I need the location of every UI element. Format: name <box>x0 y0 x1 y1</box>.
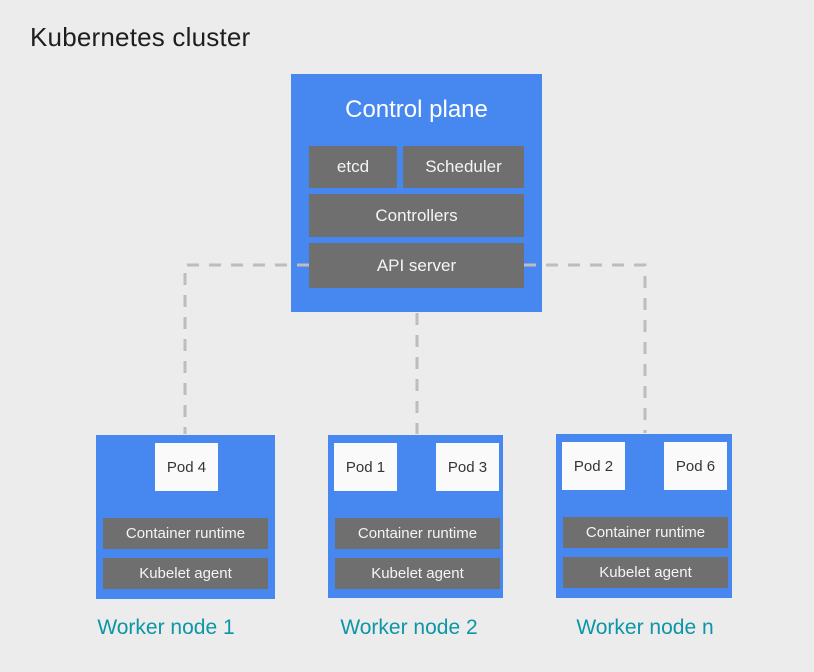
control-plane-title: Control plane <box>345 96 488 123</box>
pod-box: Pod 2 <box>562 442 625 490</box>
pod-box: Pod 1 <box>334 443 397 491</box>
worker-node-n-box: Pod 2 Pod 6 Container runtime Kubelet ag… <box>556 434 732 598</box>
pod-box: Pod 6 <box>664 442 727 490</box>
worker-node-1-box: Pod 4 Container runtime Kubelet agent <box>96 435 275 599</box>
pod-box: Pod 4 <box>155 443 218 491</box>
kubelet-agent-box: Kubelet agent <box>563 557 728 588</box>
kubelet-agent-box: Kubelet agent <box>335 558 500 589</box>
kubelet-agent-box: Kubelet agent <box>103 558 268 589</box>
diagram-title: Kubernetes cluster <box>30 22 251 52</box>
worker-node-2-label: Worker node 2 <box>340 616 478 639</box>
pod-box: Pod 3 <box>436 443 499 491</box>
scheduler-box: Scheduler <box>403 146 524 188</box>
container-runtime-box: Container runtime <box>103 518 268 549</box>
etcd-box: etcd <box>309 146 397 188</box>
worker-node-2-box: Pod 1 Pod 3 Container runtime Kubelet ag… <box>328 435 503 598</box>
container-runtime-box: Container runtime <box>335 518 500 549</box>
control-plane-box: Control plane etcd Scheduler Controllers… <box>291 74 542 312</box>
api-server-box: API server <box>309 243 524 288</box>
container-runtime-box: Container runtime <box>563 517 728 548</box>
controllers-box: Controllers <box>309 194 524 237</box>
worker-node-n-label: Worker node n <box>576 616 714 639</box>
worker-node-1-label: Worker node 1 <box>97 616 235 639</box>
connector-right-dashed-line <box>524 263 647 433</box>
